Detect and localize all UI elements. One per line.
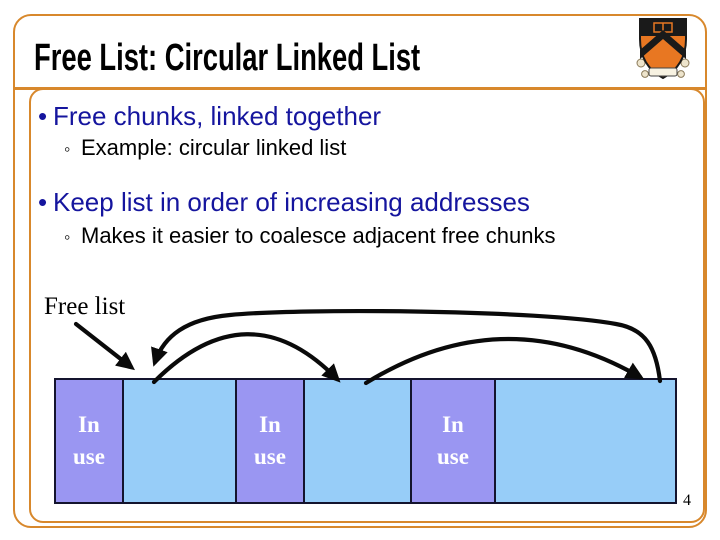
- slide-outer-border: [13, 14, 707, 528]
- chunk-free-1: [122, 380, 235, 502]
- subbullet-coalesce: ◦ Makes it easier to coalesce adjacent fr…: [64, 223, 555, 249]
- chunk-in-use-3: In use: [410, 380, 494, 502]
- circle-bullet-icon: ◦: [64, 139, 71, 159]
- bullet-keep-order: •Keep list in order of increasing addres…: [38, 187, 530, 218]
- princeton-shield-icon: [636, 18, 690, 80]
- free-list-label: Free list: [44, 293, 126, 320]
- subbullet-text: Makes it easier to coalesce adjacent fre…: [81, 223, 556, 248]
- bullet-icon: •: [38, 187, 48, 217]
- subbullet-example: ◦ Example: circular linked list: [64, 135, 346, 161]
- circle-bullet-icon: ◦: [64, 227, 71, 247]
- subbullet-text: Example: circular linked list: [81, 135, 347, 160]
- chunk-in-use-2: In use: [235, 380, 303, 502]
- in-use-label: In use: [73, 411, 105, 469]
- bullet-icon: •: [38, 101, 48, 131]
- chunk-free-3: [494, 380, 675, 502]
- in-use-label: In use: [254, 411, 286, 469]
- slide-title: Free List: Circular Linked List: [34, 37, 421, 79]
- bullet-text: Keep list in order of increasing address…: [53, 187, 530, 217]
- slide-body-border: [29, 88, 705, 523]
- in-use-label: In use: [437, 411, 469, 469]
- chunk-free-2: [303, 380, 410, 502]
- bullet-free-chunks: •Free chunks, linked together: [38, 101, 381, 132]
- chunk-in-use-1: In use: [56, 380, 122, 502]
- page-number: 4: [683, 492, 691, 509]
- bullet-text: Free chunks, linked together: [53, 101, 382, 131]
- memory-bar: In use In use In use: [54, 378, 677, 504]
